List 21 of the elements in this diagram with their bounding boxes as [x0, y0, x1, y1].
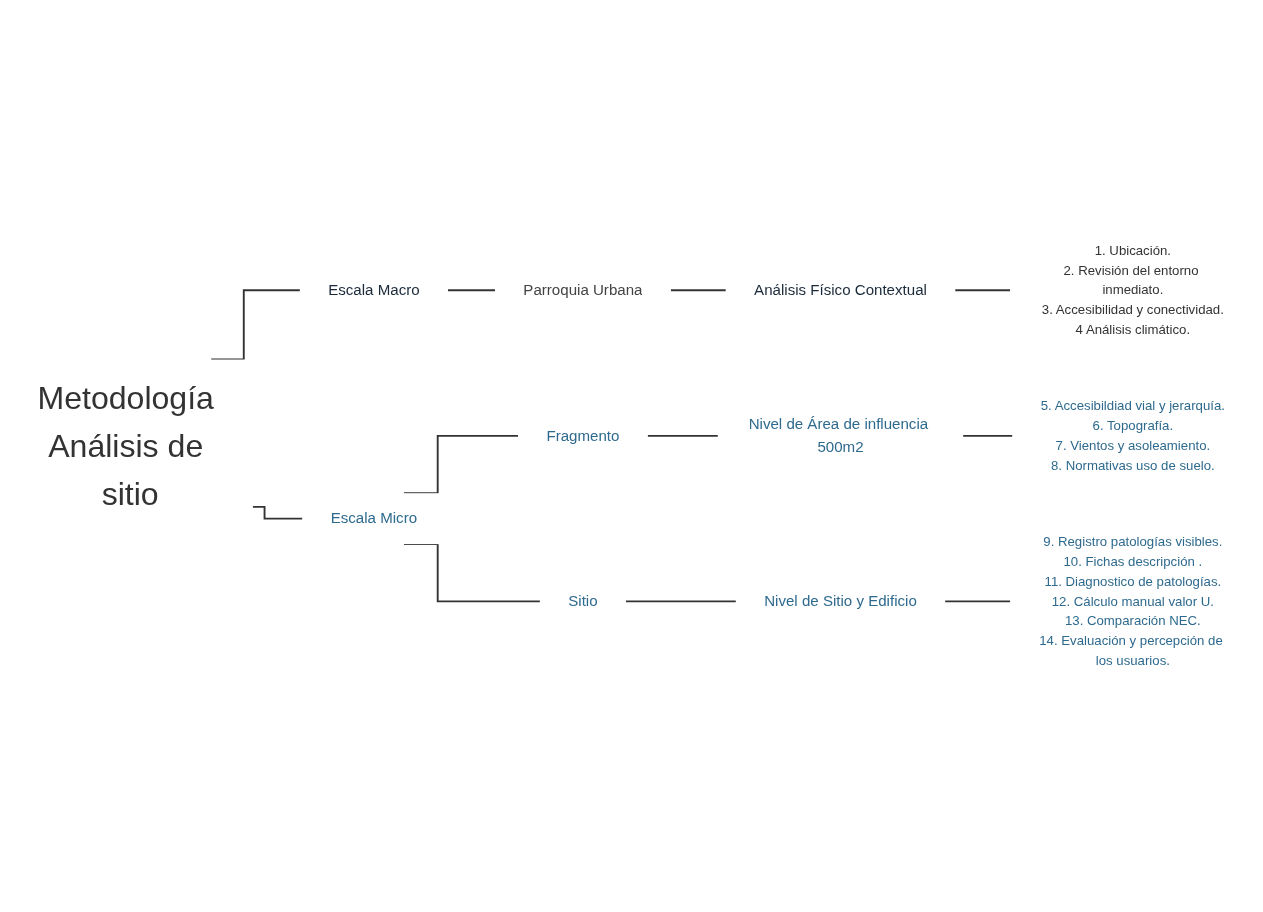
connector: [944, 600, 1012, 603]
connector: [646, 435, 719, 438]
node-text: 5. Accesibildiad vial y jerarquía. 6. Topografía. 7. Vientos y asoleamiento. 8. Normativas uso de suelo.: [1040, 398, 1225, 473]
connector: [624, 600, 737, 603]
node-text: Fragmento: [546, 427, 620, 444]
node-text: Sitio: [568, 593, 598, 610]
node-text: 1. Ubicación. 2. Revisión del entorno inmediato. 3. Accesibilidad y conectividad. 4 Análisis climático.: [1041, 242, 1224, 338]
connector: [954, 289, 1012, 292]
connector: [210, 289, 301, 361]
node-text: Parroquia Urbana: [523, 282, 643, 299]
connector: [251, 506, 304, 520]
connector: [669, 289, 727, 292]
node-text: Nivel de Sitio y Edificio: [764, 593, 917, 610]
node-text: Escala Macro: [328, 282, 420, 299]
node-text: Análisis Físico Contextual: [754, 282, 927, 299]
node-text: Metodología Análisis de sitio: [37, 379, 214, 512]
connector: [962, 435, 1014, 438]
connector: [402, 435, 520, 495]
node-text: 9. Registro patologías visibles. 10. Fichas descripción . 11. Diagnostico de patologías. 12. Cálculo manual valor U. 13. Comparación NEC. 14. Evaluación y percepción de los usuarios.: [1039, 534, 1223, 669]
connector: [446, 289, 496, 292]
node-text: Nivel de Área de influencia 500m2: [748, 416, 929, 456]
